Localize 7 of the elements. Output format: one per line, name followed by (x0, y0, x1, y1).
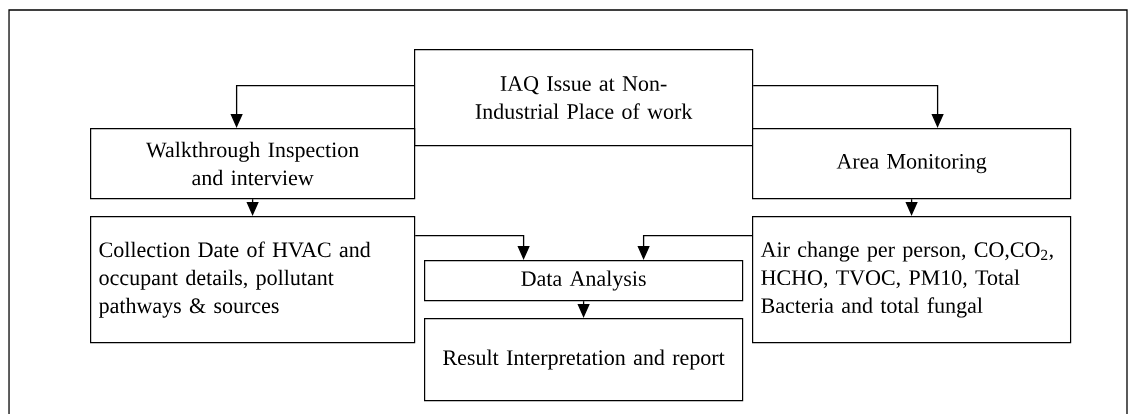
process-box: Area Monitoring (752, 128, 1072, 200)
process-box: Collection Date of HVAC and occupant details, pollutant pathways & sources (90, 216, 416, 344)
process-box: Walkthrough Inspection and interview (90, 128, 416, 200)
process-box: IAQ Issue at Non-Industrial Place of work (414, 49, 754, 147)
process-box: Result Interpretation and report (424, 318, 744, 402)
process-box: Data Analysis (424, 260, 744, 302)
process-box: Air change per person, CO,CO$_{2}$, HCHO, TVOC, PM10, Total Bacteria and total fungal (752, 216, 1072, 344)
